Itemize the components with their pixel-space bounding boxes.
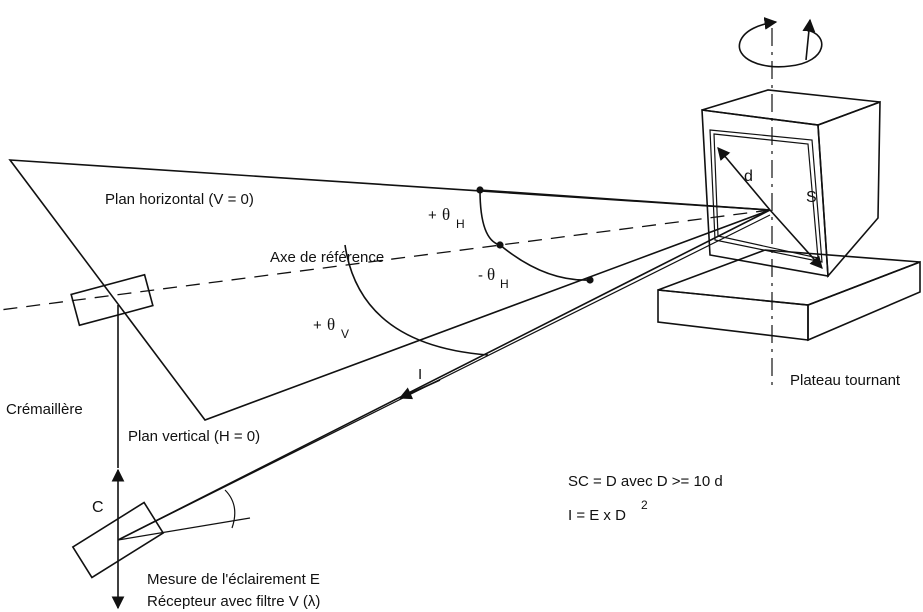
minus-theta-h-sub: H — [500, 277, 509, 291]
rotation-arrow-up — [802, 18, 816, 61]
label-dim-d: d — [744, 168, 753, 185]
receiver-c — [71, 501, 165, 579]
theta-h-top-point — [476, 186, 484, 194]
intensity-ray — [117, 209, 771, 541]
reference-axis — [0, 209, 771, 311]
label-plan-horizontal: Plan horizontal (V = 0) — [105, 191, 254, 208]
label-plateau: Plateau tournant — [790, 372, 901, 389]
receiver-upper-ray — [117, 214, 771, 541]
lamp-box — [701, 89, 881, 279]
theta-h-arc — [479, 189, 591, 281]
label-plan-vertical: Plan vertical (H = 0) — [128, 428, 260, 445]
formula-line2-exponent: 2 — [641, 498, 648, 512]
upper-detector — [70, 273, 154, 327]
label-axe-reference: Axe de référence — [270, 249, 384, 266]
horizontal-plane-outline — [8, 159, 771, 421]
label-intensity-i: I — [418, 366, 422, 383]
label-cremaillere: Crémaillère — [6, 401, 83, 418]
intensity-arrow — [398, 379, 441, 400]
label-source-s: S — [806, 189, 817, 206]
label-point-c: C — [92, 499, 104, 516]
formula-line2: I = E x D — [568, 507, 626, 524]
formulas: SC = D avec D >= 10 d I = E x D 2 — [568, 473, 723, 524]
receiver-normal-line — [117, 517, 251, 541]
plus-theta-h-sign: + — [428, 207, 437, 224]
label-recepteur: Récepteur avec filtre V (λ) — [147, 593, 320, 610]
label-mesure: Mesure de l'éclairement E — [147, 571, 320, 588]
formula-line1: SC = D avec D >= 10 d — [568, 473, 723, 490]
plus-theta-h-sub: H — [456, 217, 465, 231]
label-plus-theta-h: + θ H — [428, 205, 465, 231]
theta-h-bottom-point — [586, 276, 594, 284]
label-plus-theta-v: + θ V — [313, 315, 349, 341]
rotation-arrow — [738, 17, 823, 68]
minus-theta-h-letter: θ — [487, 265, 495, 284]
theta-v-arc — [344, 244, 489, 356]
plus-theta-h-letter: θ — [442, 205, 450, 224]
plus-theta-v-sign: + — [313, 317, 322, 334]
reference-axis-point — [496, 241, 504, 249]
label-minus-theta-h: - θ H — [478, 265, 509, 291]
turntable — [657, 249, 921, 342]
minus-theta-h-sign: - — [478, 267, 483, 284]
vector-s — [769, 209, 823, 269]
receiver-angle-arc — [224, 489, 236, 529]
vector-d — [717, 147, 771, 211]
plus-theta-v-sub: V — [341, 327, 349, 341]
ray-plus-theta-h — [479, 189, 771, 211]
plus-theta-v-letter: θ — [327, 315, 335, 334]
